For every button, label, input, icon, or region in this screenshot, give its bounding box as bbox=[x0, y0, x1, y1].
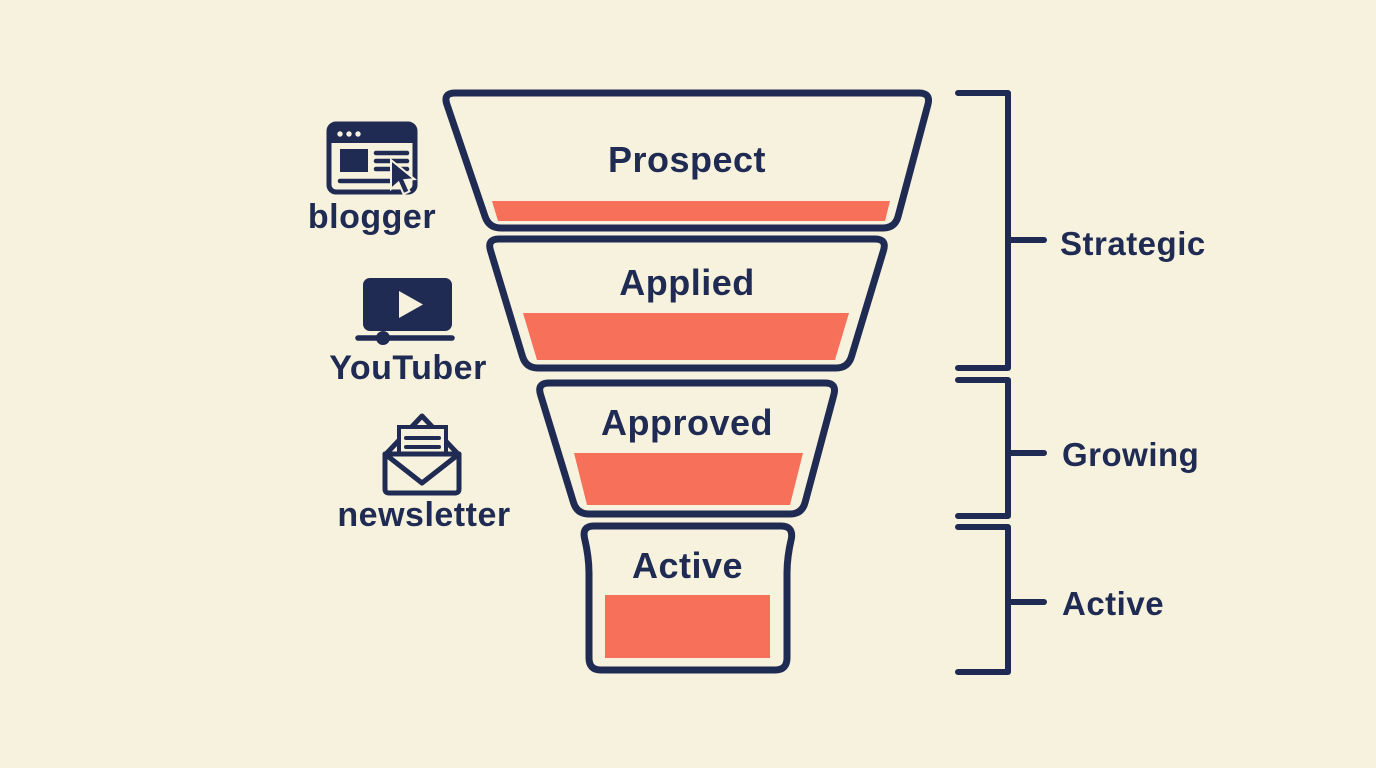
funnel-fill-bars bbox=[492, 201, 890, 658]
newsletter-envelope-icon bbox=[382, 413, 462, 496]
youtube-player-icon bbox=[355, 278, 455, 345]
fill-bar-approved bbox=[574, 453, 803, 505]
segment-label-active: Active bbox=[1062, 585, 1165, 622]
stage-label-prospect: Prospect bbox=[607, 139, 767, 180]
fill-bar-active bbox=[605, 595, 770, 658]
blogger-browser-icon bbox=[326, 121, 418, 196]
stage-label-approved: Approved bbox=[600, 402, 773, 443]
fill-bar-applied bbox=[523, 313, 849, 360]
cursor-arrow-icon bbox=[390, 157, 418, 196]
segment-label-strategic: Strategic bbox=[1060, 225, 1206, 262]
stage-shape-prospect bbox=[442, 89, 933, 232]
stage-label-applied: Applied bbox=[619, 262, 755, 303]
bracket-active bbox=[955, 524, 1011, 675]
fill-bar-prospect bbox=[492, 201, 890, 221]
segment-brackets bbox=[955, 90, 1047, 675]
source-label-youtuber: YouTuber bbox=[329, 349, 487, 387]
source-label-newsletter: newsletter bbox=[337, 496, 511, 534]
bracket-growing bbox=[955, 377, 1011, 519]
bracket-strategic bbox=[955, 90, 1011, 371]
stage-label-active: Active bbox=[631, 545, 744, 586]
segment-label-growing: Growing bbox=[1062, 436, 1200, 473]
play-icon bbox=[399, 291, 423, 318]
source-label-blogger: blogger bbox=[307, 198, 437, 236]
